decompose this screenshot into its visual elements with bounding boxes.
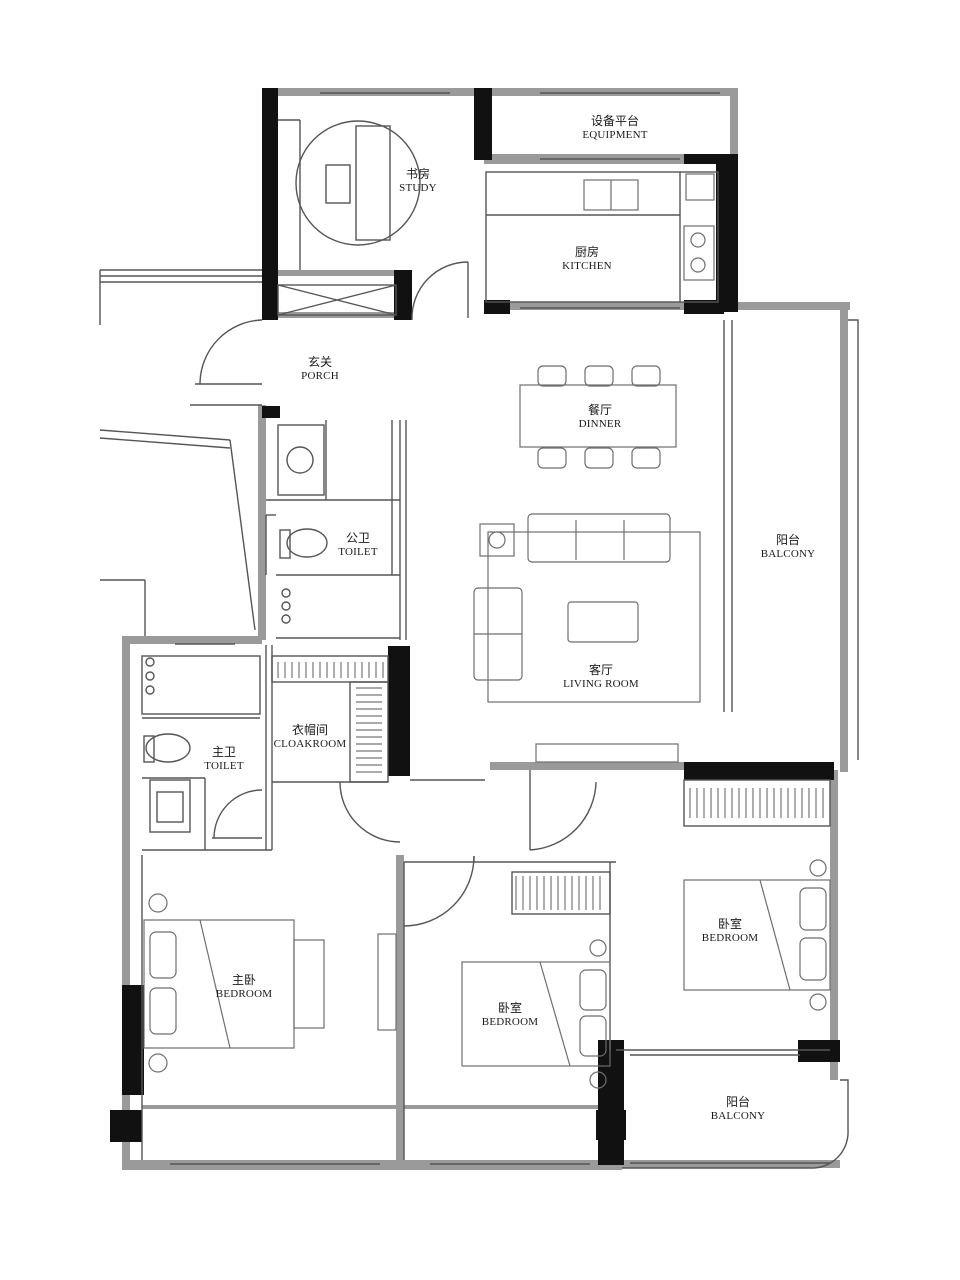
master-toilet-label-en: TOILET xyxy=(204,759,244,772)
equipment-label-cn: 设备平台 xyxy=(590,114,639,128)
wardrobe-hangers xyxy=(277,662,824,910)
porch-label: 玄关 PORCH xyxy=(290,355,350,382)
interior-lines xyxy=(99,92,859,1169)
study-label: 书房 STUDY xyxy=(388,167,448,194)
black-walls xyxy=(110,88,840,1165)
bedroom-east-label-en: BEDROOM xyxy=(701,931,759,944)
master-bedroom-label-en: BEDROOM xyxy=(215,987,273,1000)
study-label-cn: 书房 xyxy=(405,167,430,181)
bedroom-east-label: 卧室 BEDROOM xyxy=(698,917,762,944)
balcony-south-label-cn: 阳台 xyxy=(725,1095,750,1109)
living-room-label-en: LIVING ROOM xyxy=(563,677,639,690)
kitchen-label-en: KITCHEN xyxy=(562,259,612,272)
tv-cabinet xyxy=(535,743,679,763)
side-table xyxy=(479,523,515,557)
kitchen-label-cn: 厨房 xyxy=(574,245,599,259)
stove xyxy=(683,225,715,281)
equipment-label-en: EQUIPMENT xyxy=(582,128,648,141)
sofa xyxy=(527,513,671,563)
bedroom-middle-label-cn: 卧室 xyxy=(497,1001,522,1015)
porch-label-cn: 玄关 xyxy=(307,355,332,369)
balcony-south-label-en: BALCONY xyxy=(710,1109,766,1122)
balcony-east-label: 阳台 BALCONY xyxy=(758,533,818,560)
bed-middle xyxy=(461,961,611,1067)
public-toilet-label-en: TOILET xyxy=(338,545,378,558)
master-bedroom-label: 主卧 BEDROOM xyxy=(212,973,276,1000)
equipment-label: 设备平台 EQUIPMENT xyxy=(560,114,670,141)
bedroom-middle-label: 卧室 BEDROOM xyxy=(478,1001,542,1028)
public-toilet-label: 公卫 TOILET xyxy=(328,531,388,558)
public-toilet-label-cn: 公卫 xyxy=(345,531,370,545)
dinner-label-en: DINNER xyxy=(578,417,622,430)
cloakroom-label-en: CLOAKROOM xyxy=(273,737,347,750)
furniture xyxy=(143,173,831,1089)
living-rug xyxy=(487,531,701,703)
study-label-en: STUDY xyxy=(399,181,437,194)
master-bedroom-label-cn: 主卧 xyxy=(231,973,256,987)
dining-table xyxy=(519,384,677,448)
porch-label-en: PORCH xyxy=(301,369,339,382)
kitchen-label: 厨房 KITCHEN xyxy=(552,245,622,272)
bedroom-middle-label-en: BEDROOM xyxy=(481,1015,539,1028)
dinner-label-cn: 餐厅 xyxy=(587,403,612,417)
living-room-label: 客厅 LIVING ROOM xyxy=(556,663,646,690)
living-room-label-cn: 客厅 xyxy=(588,663,613,677)
coffee-table xyxy=(567,601,639,643)
master-toilet-label-cn: 主卫 xyxy=(211,745,236,759)
fridge xyxy=(685,173,715,201)
dinner-label: 餐厅 DINNER xyxy=(570,403,630,430)
master-toilet-label: 主卫 TOILET xyxy=(194,745,254,772)
bedroom-east-label-cn: 卧室 xyxy=(717,917,742,931)
bed-east xyxy=(683,879,831,991)
cloakroom-label: 衣帽间 CLOAKROOM xyxy=(272,723,348,750)
balcony-east-label-en: BALCONY xyxy=(760,547,816,560)
cloakroom-label-cn: 衣帽间 xyxy=(291,723,328,737)
wardrobe-strip xyxy=(377,933,397,1031)
balcony-south-label: 阳台 BALCONY xyxy=(706,1095,770,1122)
balcony-east-label-cn: 阳台 xyxy=(775,533,800,547)
